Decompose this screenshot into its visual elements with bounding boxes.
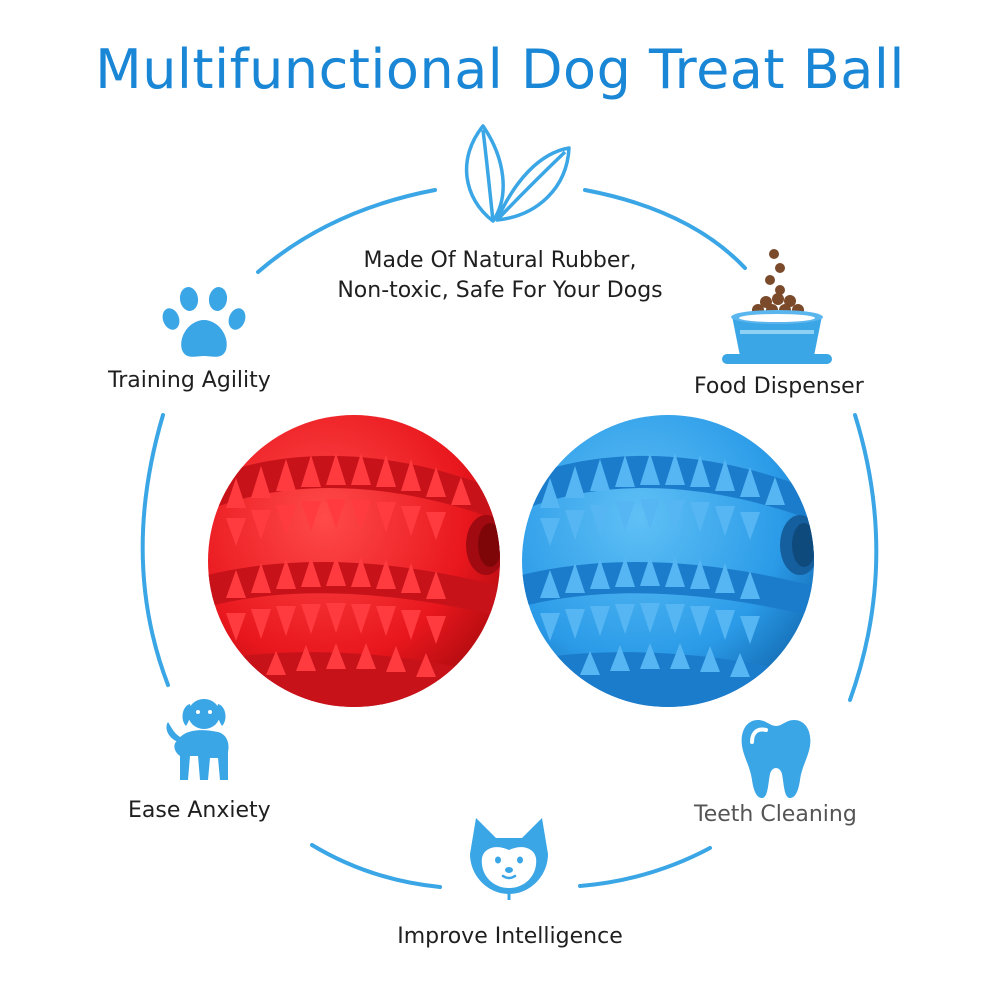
ring-arc-bottom-left bbox=[310, 843, 442, 889]
ring-arc-top-right bbox=[583, 188, 747, 270]
ring-arc-top-left bbox=[256, 188, 437, 274]
natural-rubber-line1: Made Of Natural Rubber, bbox=[363, 248, 637, 273]
blue-treat-ball bbox=[522, 415, 814, 707]
dog-icon bbox=[166, 699, 229, 780]
ease-anxiety-label: Ease Anxiety bbox=[128, 798, 271, 823]
natural-rubber-line2: Non-toxic, Safe For Your Dogs bbox=[337, 278, 663, 303]
paw-icon bbox=[162, 287, 246, 357]
food-bowl-icon bbox=[722, 249, 832, 364]
food-dispenser-label: Food Dispenser bbox=[694, 374, 864, 399]
ring-arc-bottom-right bbox=[578, 846, 712, 888]
red-treat-ball bbox=[208, 415, 500, 707]
ring-arc-left bbox=[140, 413, 170, 687]
improve-intelligence-label: Improve Intelligence bbox=[397, 924, 623, 949]
leaf-icon bbox=[464, 124, 571, 223]
training-agility-label: Training Agility bbox=[108, 368, 271, 393]
tooth-icon bbox=[741, 720, 811, 798]
natural-rubber-label: Made Of Natural Rubber, Non-toxic, Safe … bbox=[300, 246, 700, 306]
ring-arc-right bbox=[848, 413, 879, 702]
page-title: Multifunctional Dog Treat Ball bbox=[95, 38, 905, 101]
teeth-cleaning-label: Teeth Cleaning bbox=[694, 802, 857, 827]
shiba-face-icon bbox=[470, 818, 548, 900]
